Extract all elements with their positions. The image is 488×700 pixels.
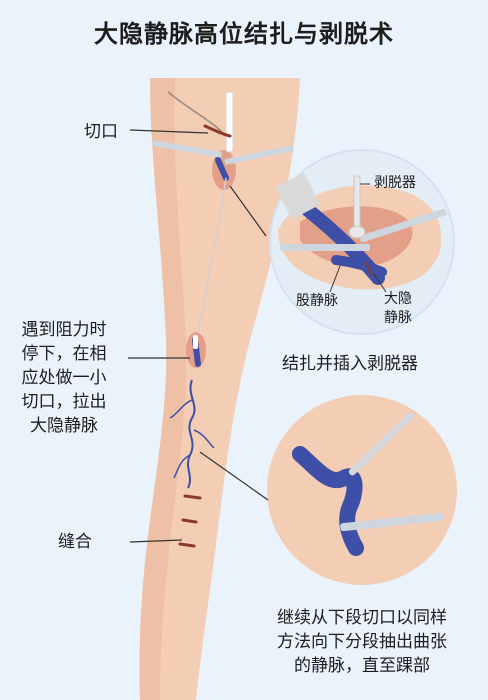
detail-stripper-head [348, 225, 366, 239]
varicose-branch-3 [173, 454, 191, 479]
resistance-caption: 遇到阻力时 停下，在相 应处做一小 切口，拉出 大隐静脉 [8, 318, 120, 438]
incision-mark-top [203, 124, 232, 138]
resistance-line-4: 切口，拉出 [21, 392, 107, 412]
guide-wire [167, 91, 223, 133]
stripper-label: 剥脱器 [374, 175, 416, 191]
continue-line-3: 的静脉，直至踝部 [294, 656, 430, 676]
varicose-branch-2 [193, 429, 215, 449]
incision-label: 切口 [84, 122, 118, 142]
detail-tie-mark [365, 261, 373, 277]
detail-stripper-rod [353, 175, 361, 229]
mid-stripper-tip [193, 335, 198, 349]
femoral-leader [329, 265, 341, 293]
stripper-wire [195, 177, 227, 346]
continue-caption: 继续从下段切口以同样 方法向下分段抽出曲张 的静脉，直至踝部 [248, 606, 476, 678]
resistance-line-2: 停下，在相 [21, 344, 107, 364]
stripper-top [225, 91, 234, 153]
gsv-leader [373, 273, 387, 293]
top-clamp-right [224, 145, 294, 165]
ligate-insert-caption: 结扎并插入剥脱器 [282, 354, 418, 374]
continue-line-2: 方法向下分段抽出曲张 [277, 632, 447, 652]
gsv-label: 大隐 静脉 [378, 290, 418, 328]
continue-line-1: 继续从下段切口以同样 [277, 608, 447, 628]
gsv-label-line-2: 静脉 [384, 310, 412, 326]
varicose-branch-1 [169, 399, 193, 419]
resistance-line-5: 大隐静脉 [30, 416, 98, 436]
suture-mark-3 [178, 542, 196, 548]
gsv-label-line-1: 大隐 [384, 291, 412, 307]
leg-shade [139, 78, 187, 700]
detail-clamp-bottom [340, 512, 444, 532]
resistance-line-1: 遇到阻力时 [21, 320, 107, 340]
suture-mark-2 [181, 518, 198, 524]
suture-mark-1 [183, 494, 202, 500]
top-to-detail-leader [229, 185, 267, 237]
femoral-vein-label: 股静脉 [296, 293, 338, 309]
page-title: 大隐静脉高位结扎与剥脱术 [94, 20, 394, 48]
suture-label: 缝合 [58, 532, 92, 552]
top-vein-segment [215, 157, 229, 181]
detail-gsv-vein [331, 255, 387, 277]
detail-clamp-left [280, 244, 370, 251]
incision-leader [129, 129, 209, 134]
resistance-line-3: 应处做一小 [21, 368, 107, 388]
detail-foil [275, 172, 321, 220]
detail-clamp-right [359, 208, 447, 243]
bottom-detail-leader [199, 451, 269, 501]
varicose-veins [187, 379, 196, 489]
detail-hook-top [348, 411, 415, 476]
top-clamp-left [152, 140, 222, 158]
suture-leader [129, 539, 183, 543]
